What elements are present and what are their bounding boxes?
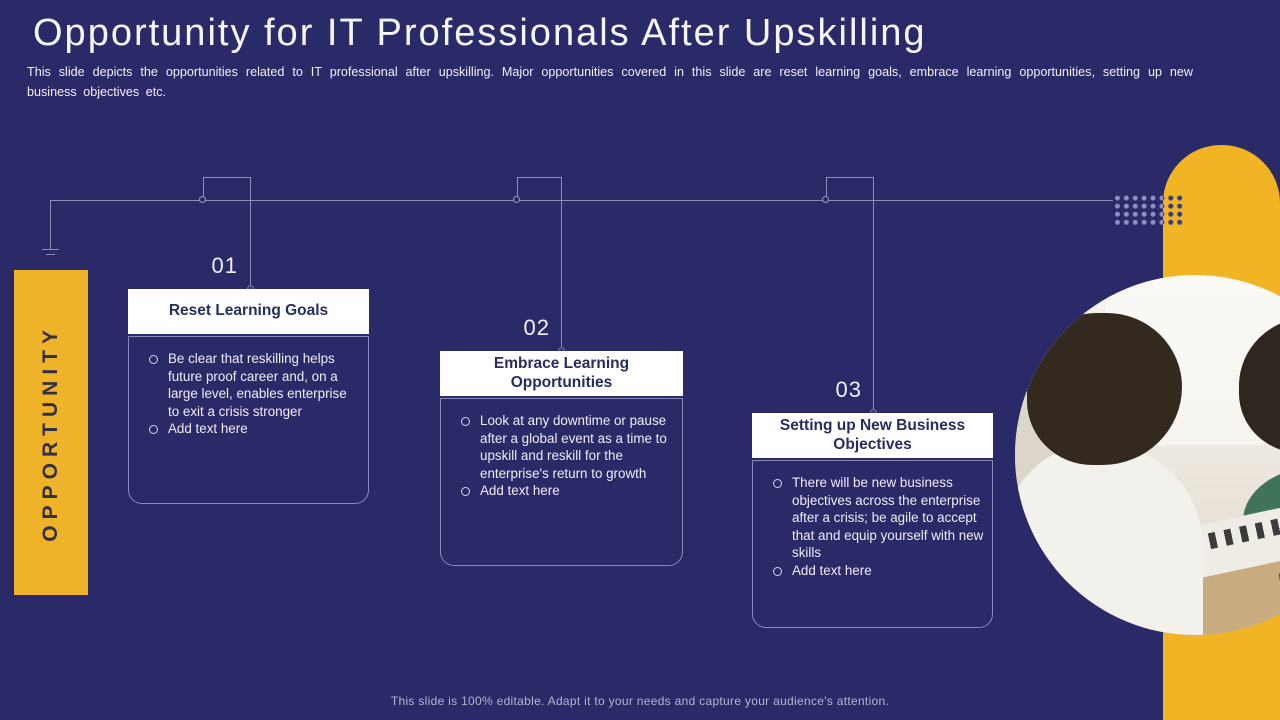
connector-drop-1	[250, 200, 251, 286]
card-body: There will be new business objectives ac…	[752, 460, 993, 628]
connector-node-ring-2	[513, 196, 520, 203]
card-title: Embrace Learning Opportunities	[440, 351, 683, 396]
connector-left-drop	[50, 200, 51, 249]
bullet-text: Add text here	[792, 562, 872, 578]
circle-bullet-icon	[461, 417, 470, 426]
opportunity-card-1: 01 Reset Learning Goals Be clear that re…	[128, 253, 369, 504]
bullet-item: Add text here	[771, 562, 984, 580]
connector-left-tick-small	[46, 254, 55, 255]
card-title: Setting up New Business Objectives	[752, 413, 993, 458]
photo-man-hair	[1027, 313, 1182, 465]
circle-bullet-icon	[773, 479, 782, 488]
connector-bracket-3-top	[826, 177, 874, 178]
opportunity-card-3: 03 Setting up New Business Objectives Th…	[752, 377, 993, 628]
connector-bracket-3-right	[873, 177, 874, 200]
bullet-item: Add text here	[459, 482, 674, 500]
connector-bracket-2-top	[517, 177, 562, 178]
bullet-text: Add text here	[168, 421, 248, 437]
connector-bracket-2-left	[517, 177, 518, 197]
bullet-item: There will be new business objectives ac…	[771, 474, 984, 562]
bullet-text: Be clear that reskilling helps future pr…	[168, 351, 347, 419]
page-title: Opportunity for IT Professionals After U…	[33, 12, 927, 54]
connector-left-tick	[42, 249, 59, 250]
slide-footer-note: This slide is 100% editable. Adapt it to…	[390, 694, 890, 708]
dot-grid-decoration-dark	[1163, 194, 1185, 227]
bullet-item: Add text here	[147, 420, 360, 438]
photo-circle	[1015, 275, 1280, 635]
connector-node-ring-1	[199, 196, 206, 203]
opportunity-side-bar: OPPORTUNITY	[14, 270, 88, 595]
connector-bracket-2-right	[561, 177, 562, 200]
card-title: Reset Learning Goals	[128, 289, 369, 334]
circle-bullet-icon	[149, 355, 158, 364]
connector-bracket-1-right	[250, 177, 251, 200]
bullet-item: Look at any downtime or pause after a gl…	[459, 412, 674, 482]
connector-bracket-1-top	[203, 177, 251, 178]
bullet-text: Add text here	[480, 483, 560, 499]
card-body: Be clear that reskilling helps future pr…	[128, 336, 369, 504]
opportunity-card-2: 02 Embrace Learning Opportunities Look a…	[440, 315, 683, 566]
connector-horizontal-line	[50, 200, 1113, 201]
slide-subtitle: This slide depicts the opportunities rel…	[27, 65, 1193, 100]
connector-node-ring-3	[822, 196, 829, 203]
connector-drop-3	[873, 200, 874, 410]
card-number: 02	[523, 315, 550, 340]
circle-bullet-icon	[149, 425, 158, 435]
connector-bracket-1-left	[203, 177, 204, 197]
photo-man-shirt	[1015, 443, 1203, 635]
opportunity-side-label: OPPORTUNITY	[39, 323, 62, 542]
bullet-text: Look at any downtime or pause after a gl…	[480, 413, 667, 481]
bullet-item: Be clear that reskilling helps future pr…	[147, 350, 360, 420]
circle-bullet-icon	[461, 487, 470, 497]
bullet-text: There will be new business objectives ac…	[792, 475, 984, 561]
card-number: 03	[835, 377, 862, 402]
connector-bracket-3-left	[826, 177, 827, 197]
connector-drop-2	[561, 200, 562, 348]
card-body: Look at any downtime or pause after a gl…	[440, 398, 683, 566]
circle-bullet-icon	[773, 566, 782, 576]
card-number: 01	[211, 253, 238, 278]
